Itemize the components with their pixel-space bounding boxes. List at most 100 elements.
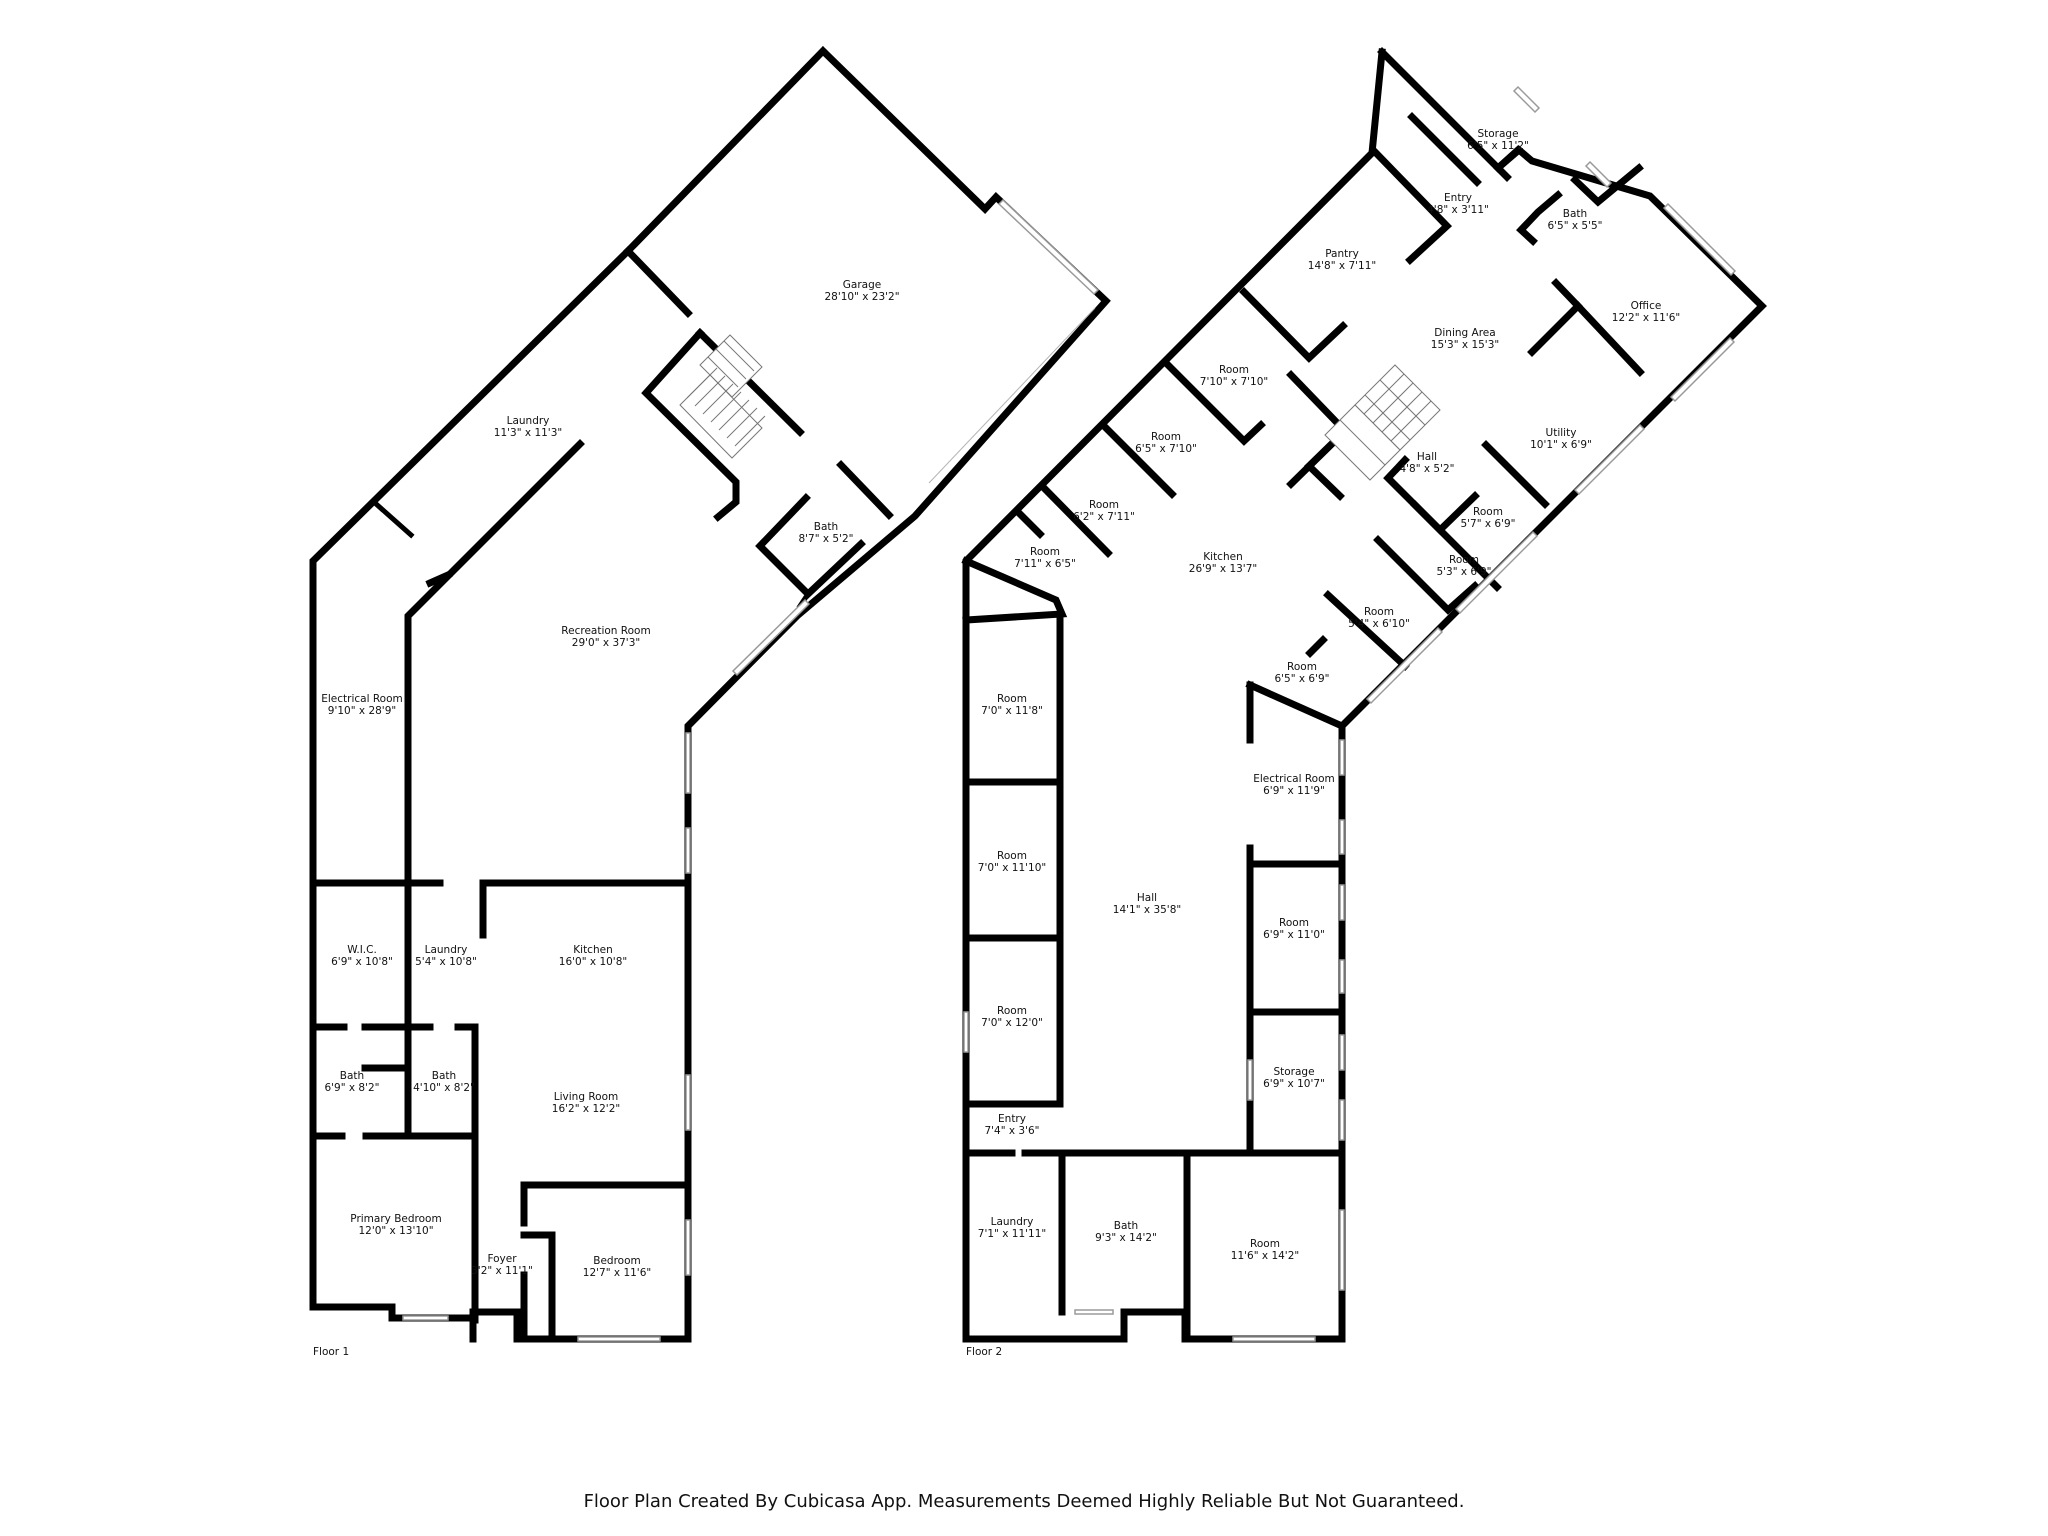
floor-2-room-right-4 — [1245, 680, 1347, 731]
floor-2-room-right-5 — [1305, 635, 1328, 658]
room-name: Kitchen — [1203, 551, 1242, 563]
room-name: Room — [1151, 431, 1181, 443]
room-name: Room — [997, 693, 1027, 705]
room-name: Bath — [340, 1070, 364, 1082]
room-dimensions: 10'1" x 6'9" — [1530, 439, 1592, 451]
floor-2-stairs — [1324, 364, 1441, 481]
floor-1-laundry-inner-wall — [371, 499, 415, 539]
room-name: Room — [1250, 1238, 1280, 1250]
room-name: Entry — [1444, 192, 1472, 204]
room-name: Room — [997, 850, 1027, 862]
floor-2-room-right-1 — [1410, 500, 1502, 592]
room-name: Bath — [814, 521, 838, 533]
room-dimensions: 12'7" x 11'6" — [583, 1267, 651, 1279]
floor-2-room-wall-3 — [1038, 482, 1113, 558]
room-name: Utility — [1546, 427, 1577, 439]
room-dimensions: 14'8" x 7'11" — [1308, 260, 1376, 272]
disclaimer-text: Floor Plan Created By Cubicasa App. Meas… — [583, 1491, 1465, 1512]
room-dimensions: 6'9" x 10'7" — [1263, 1078, 1325, 1090]
room-dimensions: 11'6" x 14'2" — [1231, 1250, 1299, 1262]
room-dimensions: 7'0" x 11'10" — [978, 862, 1046, 874]
floor-2-storage-bath-wall — [1492, 145, 1523, 182]
floor-2-windows — [963, 85, 1737, 1342]
floor-1-windows — [402, 198, 1100, 1342]
room-name: Room — [1089, 499, 1119, 511]
room-dimensions: 3'2" x 11'1" — [471, 1265, 533, 1277]
room-name: Room — [1279, 917, 1309, 929]
room-name: Bath — [1563, 208, 1587, 220]
room-dimensions: 5'4" x 6'10" — [1348, 618, 1410, 630]
room-dimensions: 4'8" x 5'2" — [1399, 463, 1454, 475]
room-name: Primary Bedroom — [350, 1213, 441, 1225]
room-name: Bedroom — [593, 1255, 641, 1267]
floor-1-stair-wall — [641, 328, 740, 522]
room-name: Room — [1287, 661, 1317, 673]
room-dimensions: 7'0" x 11'8" — [981, 705, 1043, 717]
room-name: W.I.C. — [347, 944, 377, 956]
floor-2-pantry-bottom-wall — [1239, 287, 1348, 363]
room-dimensions: 7'4" x 3'6" — [984, 1125, 1039, 1137]
floor-1-label: Floor 1 — [313, 1346, 349, 1358]
floor-2-office-utility-wall — [1573, 301, 1645, 377]
floor-2-bath-wall — [1516, 190, 1563, 246]
floor-2-room-wall-2 — [1099, 421, 1177, 499]
room-dimensions: 6'2" x 7'11" — [1073, 511, 1135, 523]
room-name: Storage — [1477, 128, 1518, 140]
room-dimensions: 4'8" x 3'11" — [1427, 204, 1489, 216]
room-dimensions: 8'7" x 5'2" — [798, 533, 853, 545]
floor-2-office-wall — [1527, 278, 1583, 357]
room-name: Pantry — [1325, 248, 1359, 260]
room-dimensions: 12'2" x 11'6" — [1612, 312, 1680, 324]
room-name: Laundry — [425, 944, 468, 956]
room-dimensions: 6'9" x 10'8" — [331, 956, 393, 968]
floor-1-room-label: W.I.C.6'9" x 10'8" — [331, 944, 393, 968]
room-name: Bath — [1114, 1220, 1138, 1232]
room-name: Office — [1631, 300, 1662, 312]
room-name: Electrical Room — [321, 693, 403, 705]
room-dimensions: 26'9" x 13'7" — [1189, 563, 1257, 575]
floor-2-room-wall-1 — [1161, 358, 1266, 446]
room-dimensions: 11'3" x 11'3" — [494, 427, 562, 439]
room-name: Room — [1219, 364, 1249, 376]
room-name: Laundry — [991, 1216, 1034, 1228]
floor-1-laundry-wall — [623, 246, 693, 318]
floor-1-bath-wall — [755, 493, 866, 599]
floor-2-label: Floor 2 — [966, 1346, 1002, 1358]
floor-2-pantry-wall — [1370, 147, 1453, 265]
floor-1-electrical-wall — [425, 570, 453, 588]
room-dimensions: 12'0" x 13'10" — [358, 1225, 433, 1237]
room-dimensions: 16'2" x 12'2" — [552, 1103, 620, 1115]
room-dimensions: 29'0" x 37'3" — [572, 637, 640, 649]
room-dimensions: 7'1" x 11'11" — [978, 1228, 1046, 1240]
floor-1-garage-door — [928, 307, 1096, 484]
